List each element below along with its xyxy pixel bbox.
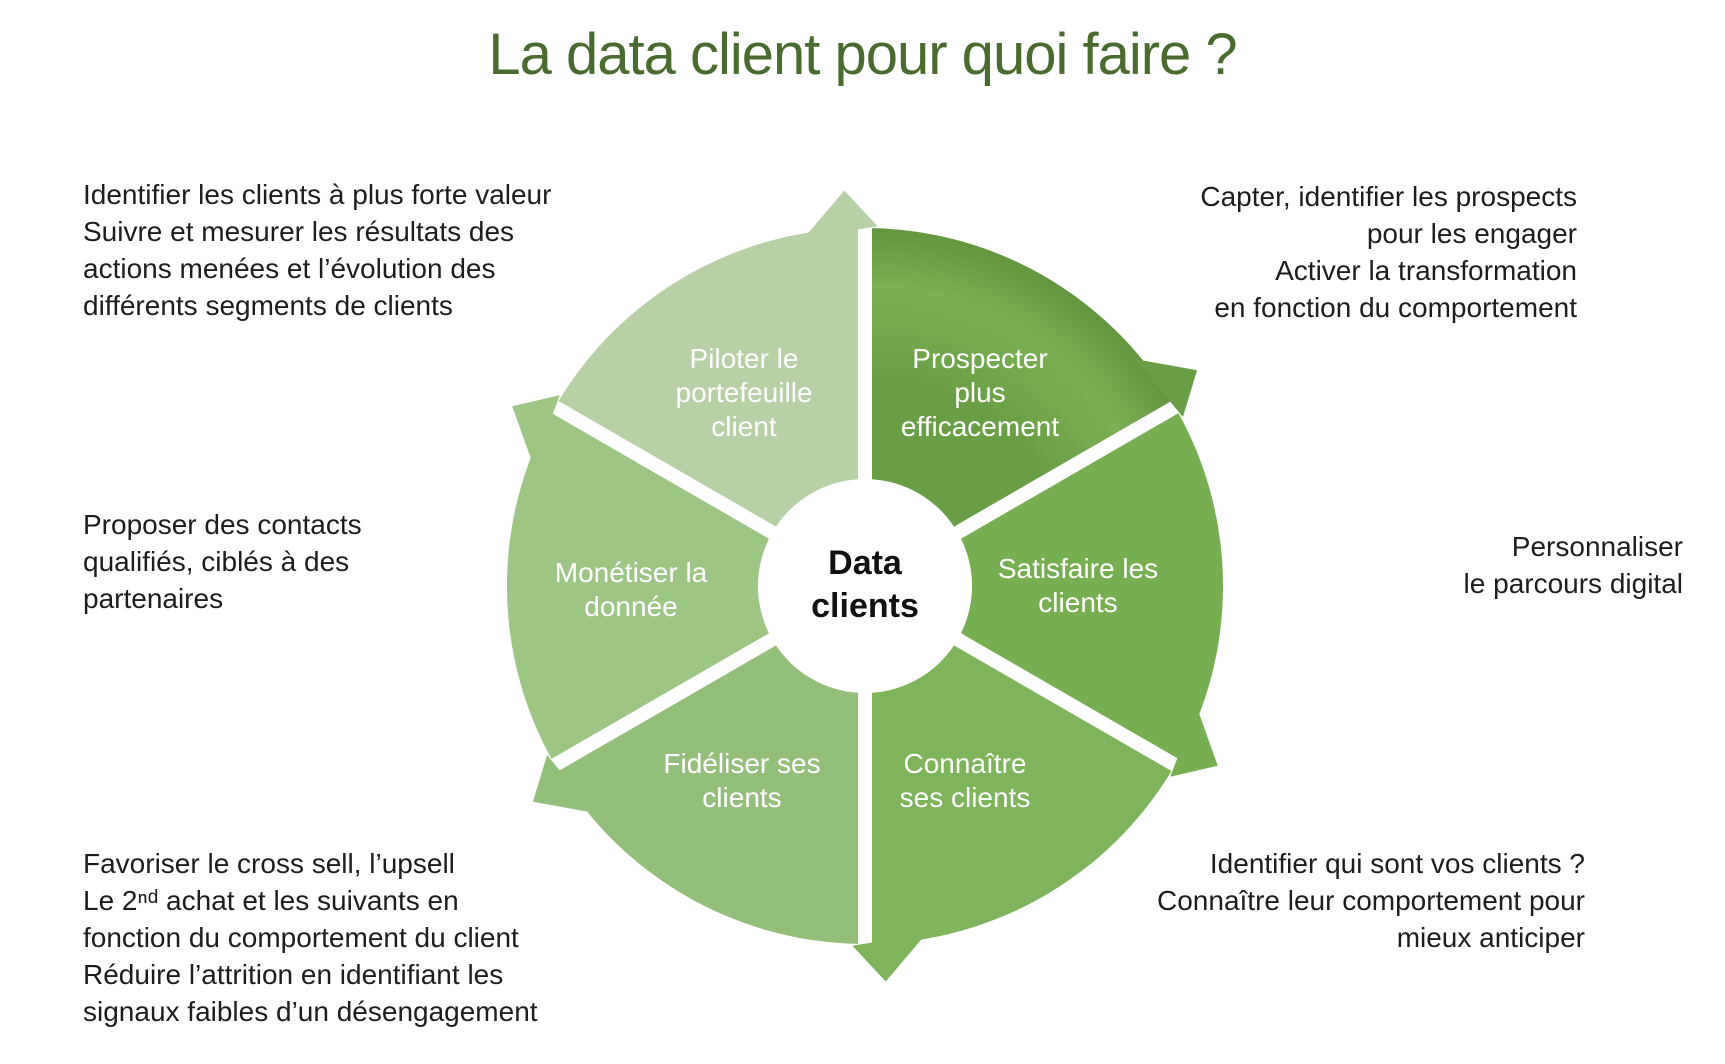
wheel-arrowhead-satisfaire: [1170, 706, 1218, 777]
page-title: La data client pour quoi faire ?: [488, 22, 1237, 87]
wheel-arrowhead-prospecter: [1135, 359, 1198, 417]
wheel-arrowhead-monetiser: [512, 395, 560, 466]
wheel-arrowhead-fideliser: [532, 755, 595, 813]
annotation-bottom-right: Identifier qui sont vos clients ?Connaît…: [1157, 848, 1585, 953]
wheel-arrowhead-piloter: [803, 190, 878, 239]
wheel-arrowhead-connaitre: [852, 933, 927, 982]
annotation-top-left: Identifier les clients à plus forte vale…: [83, 179, 552, 321]
